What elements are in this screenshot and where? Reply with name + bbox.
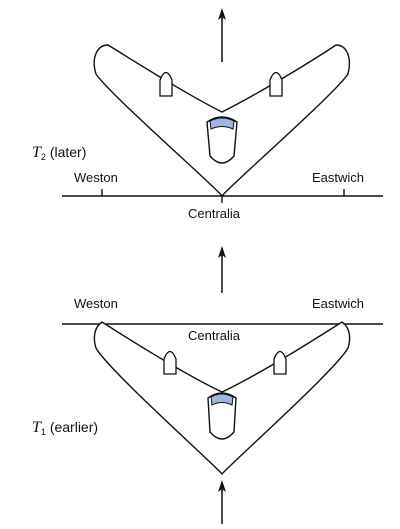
- top-time-label: T2 (later): [32, 145, 86, 164]
- top-cockpit: [206, 116, 238, 164]
- top-center-town-label: Centralia: [188, 206, 241, 221]
- top-left-town-label: Weston: [74, 170, 118, 185]
- bottom-left-engine: [163, 350, 177, 375]
- bottom-left-town-label: Weston: [74, 296, 118, 311]
- top-right-engine: [269, 71, 283, 97]
- top-time-subscript: 2: [40, 152, 46, 162]
- top-frame: [62, 8, 383, 203]
- bottom-right-town-label: Eastwich: [312, 296, 365, 311]
- top-right-town-label: Eastwich: [312, 170, 365, 185]
- bottom-right-engine: [273, 350, 287, 375]
- bottom-cockpit: [207, 392, 237, 440]
- bottom-center-town-label: Centralia: [188, 328, 241, 343]
- bottom-time-label: T1 (earlier): [32, 420, 98, 439]
- bottom-time-subscript: 1: [40, 427, 46, 437]
- bottom-time-note: (earlier): [49, 419, 99, 435]
- bottom-canopy: [210, 393, 234, 406]
- top-canopy: [209, 117, 235, 130]
- top-time-symbol: T: [32, 144, 41, 161]
- top-time-note: (later): [49, 144, 87, 160]
- top-left-engine: [159, 71, 173, 97]
- bottom-time-symbol: T: [32, 419, 41, 436]
- bottom-frame: [62, 321, 383, 524]
